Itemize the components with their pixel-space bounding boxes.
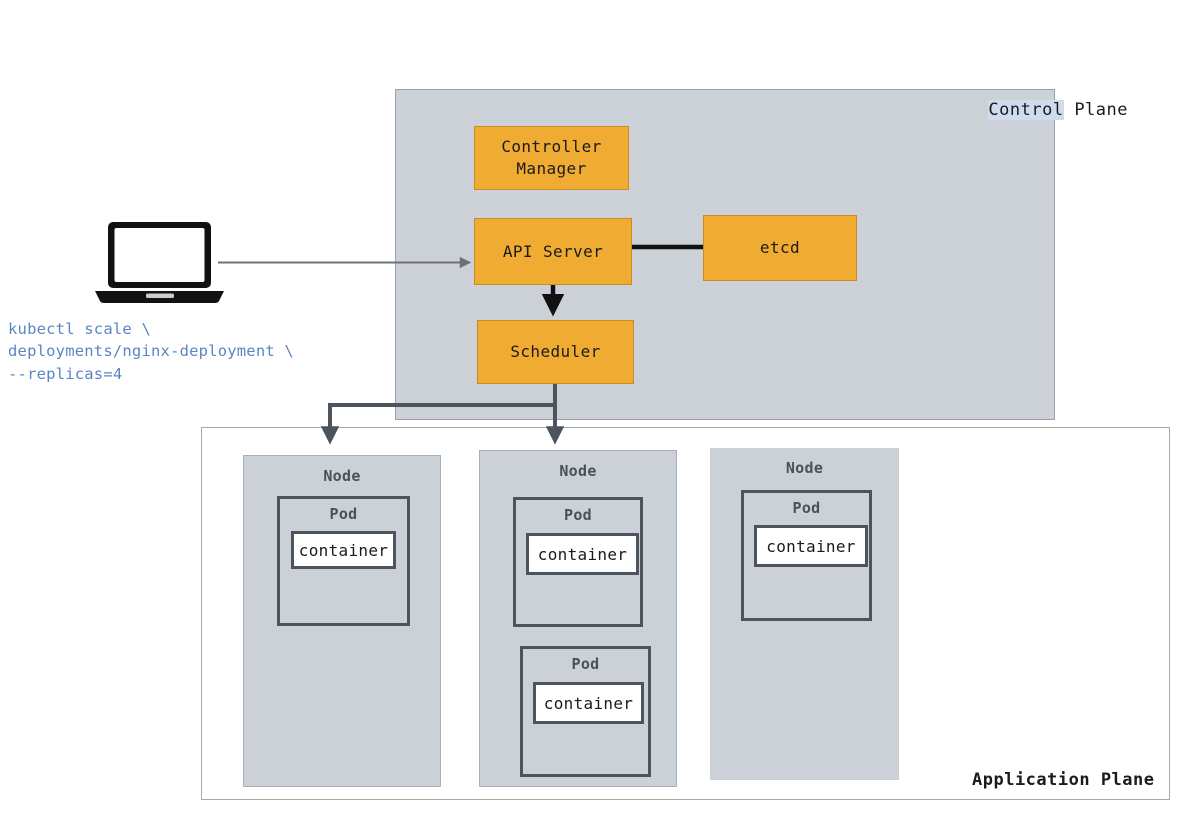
node-3-label: Node (785, 459, 824, 477)
control-plane-label-rest: Plane (1063, 100, 1128, 120)
node-1[interactable]: Node Pod container (243, 455, 441, 787)
node-2-pod-2-container[interactable]: container (533, 682, 644, 724)
node-3-pod-1-container[interactable]: container (754, 525, 868, 567)
kubectl-command-text: kubectl scale \ deployments/nginx-deploy… (8, 320, 294, 383)
etcd-box[interactable]: etcd (703, 215, 857, 281)
node-2-label: Node (559, 462, 597, 480)
node-2-pod-2-label: Pod (571, 655, 600, 673)
node-3-pod-1-label: Pod (792, 499, 821, 517)
node-2-pod-2[interactable]: Pod container (520, 646, 651, 777)
node-2-pod-1-container[interactable]: container (526, 533, 639, 575)
node-1-pod-1-label: Pod (329, 505, 358, 523)
node-2-pod-1[interactable]: Pod container (513, 497, 643, 627)
application-plane-label: Application Plane (972, 770, 1155, 790)
node-1-pod-1[interactable]: Pod container (277, 496, 410, 626)
node-3-pod-1[interactable]: Pod container (741, 490, 872, 621)
control-plane-label: Control Plane (988, 100, 1128, 120)
node-2[interactable]: Node Pod container Pod container (479, 450, 677, 787)
node-1-pod-1-container[interactable]: container (291, 531, 396, 569)
node-1-label: Node (323, 467, 361, 485)
node-2-pod-1-label: Pod (564, 506, 592, 524)
laptop-icon (95, 222, 224, 303)
controller-manager-box[interactable]: Controller Manager (474, 126, 629, 190)
control-plane-label-highlight: Control (988, 100, 1064, 120)
node-3[interactable]: Node Pod container (710, 448, 899, 780)
api-server-box[interactable]: API Server (474, 218, 632, 285)
scheduler-box[interactable]: Scheduler (477, 320, 634, 384)
